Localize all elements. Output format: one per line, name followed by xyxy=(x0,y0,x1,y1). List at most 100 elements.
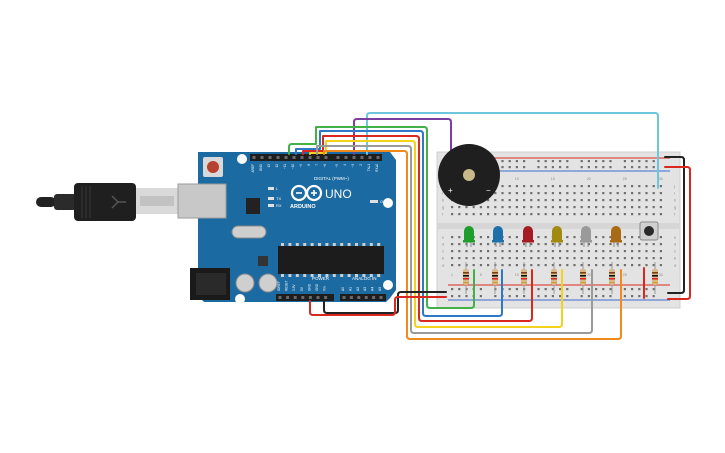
wire-green[interactable] xyxy=(288,126,475,309)
breadboard-hole[interactable] xyxy=(659,199,662,202)
breadboard-hole[interactable] xyxy=(465,206,468,209)
breadboard-hole[interactable] xyxy=(638,199,641,202)
breadboard-hole[interactable] xyxy=(595,243,598,246)
rail-hole[interactable] xyxy=(515,288,518,291)
breadboard-hole[interactable] xyxy=(645,213,648,216)
rail-hole[interactable] xyxy=(523,160,526,163)
breadboard-hole[interactable] xyxy=(631,192,634,195)
power-header[interactable] xyxy=(276,294,334,301)
wire-yellow[interactable] xyxy=(309,140,563,328)
breadboard-hole[interactable] xyxy=(487,206,490,209)
breadboard-hole[interactable] xyxy=(537,236,540,239)
breadboard-hole[interactable] xyxy=(515,257,518,260)
breadboard-hole[interactable] xyxy=(515,199,518,202)
breadboard-hole[interactable] xyxy=(566,257,569,260)
breadboard-hole[interactable] xyxy=(631,243,634,246)
breadboard-hole[interactable] xyxy=(523,243,526,246)
breadboard-hole[interactable] xyxy=(494,192,497,195)
digital-pin[interactable] xyxy=(360,156,364,159)
digital-pin[interactable] xyxy=(284,156,288,159)
breadboard-hole[interactable] xyxy=(501,243,504,246)
breadboard-hole[interactable] xyxy=(652,250,655,253)
rail-hole[interactable] xyxy=(515,295,518,298)
power-pin[interactable] xyxy=(316,296,320,299)
breadboard-hole[interactable] xyxy=(472,257,475,260)
analog-header[interactable] xyxy=(340,294,386,301)
rail-hole[interactable] xyxy=(551,166,554,169)
breadboard-hole[interactable] xyxy=(587,192,590,195)
breadboard-hole[interactable] xyxy=(638,236,641,239)
breadboard-hole[interactable] xyxy=(501,206,504,209)
breadboard-hole[interactable] xyxy=(616,257,619,260)
breadboard-hole[interactable] xyxy=(616,185,619,188)
breadboard-hole[interactable] xyxy=(537,199,540,202)
breadboard-hole[interactable] xyxy=(645,199,648,202)
breadboard-hole[interactable] xyxy=(530,192,533,195)
digital-pin[interactable] xyxy=(308,156,312,159)
breadboard-hole[interactable] xyxy=(559,192,562,195)
breadboard-hole[interactable] xyxy=(523,213,526,216)
breadboard-hole[interactable] xyxy=(659,264,662,267)
breadboard-hole[interactable] xyxy=(631,250,634,253)
rail-hole[interactable] xyxy=(451,295,454,298)
breadboard-hole[interactable] xyxy=(551,257,554,260)
rail-hole[interactable] xyxy=(645,295,648,298)
rail-hole[interactable] xyxy=(544,166,547,169)
breadboard-hole[interactable] xyxy=(573,243,576,246)
breadboard-hole[interactable] xyxy=(645,257,648,260)
breadboard-hole[interactable] xyxy=(623,199,626,202)
breadboard-hole[interactable] xyxy=(451,236,454,239)
breadboard-hole[interactable] xyxy=(523,185,526,188)
resistor[interactable] xyxy=(652,262,658,294)
breadboard-hole[interactable] xyxy=(551,185,554,188)
breadboard-hole[interactable] xyxy=(580,199,583,202)
breadboard-hole[interactable] xyxy=(494,213,497,216)
rail-hole[interactable] xyxy=(580,288,583,291)
breadboard-hole[interactable] xyxy=(544,199,547,202)
breadboard-hole[interactable] xyxy=(645,264,648,267)
breadboard-hole[interactable] xyxy=(465,250,468,253)
breadboard-hole[interactable] xyxy=(652,206,655,209)
breadboard-hole[interactable] xyxy=(515,192,518,195)
breadboard-hole[interactable] xyxy=(465,257,468,260)
breadboard-hole[interactable] xyxy=(573,250,576,253)
wire-orange[interactable] xyxy=(323,150,622,340)
breadboard-hole[interactable] xyxy=(537,192,540,195)
rail-hole[interactable] xyxy=(544,295,547,298)
breadboard-hole[interactable] xyxy=(566,192,569,195)
breadboard-hole[interactable] xyxy=(623,192,626,195)
breadboard-hole[interactable] xyxy=(537,185,540,188)
digital-pin[interactable] xyxy=(300,156,304,159)
rail-hole[interactable] xyxy=(566,166,569,169)
breadboard-hole[interactable] xyxy=(472,243,475,246)
breadboard-hole[interactable] xyxy=(551,192,554,195)
breadboard-hole[interactable] xyxy=(544,185,547,188)
wires[interactable] xyxy=(288,112,691,340)
breadboard-hole[interactable] xyxy=(551,213,554,216)
digital-header[interactable] xyxy=(250,154,382,161)
breadboard-hole[interactable] xyxy=(487,243,490,246)
rail-hole[interactable] xyxy=(595,160,598,163)
breadboard-hole[interactable] xyxy=(544,250,547,253)
breadboard-hole[interactable] xyxy=(458,264,461,267)
breadboard-hole[interactable] xyxy=(595,206,598,209)
breadboard-hole[interactable] xyxy=(652,264,655,267)
breadboard-hole[interactable] xyxy=(602,243,605,246)
breadboard-hole[interactable] xyxy=(487,264,490,267)
rail-hole[interactable] xyxy=(465,295,468,298)
breadboard-hole[interactable] xyxy=(587,264,590,267)
digital-pin[interactable] xyxy=(292,156,296,159)
rail-hole[interactable] xyxy=(537,288,540,291)
breadboard-hole[interactable] xyxy=(530,213,533,216)
rail-hole[interactable] xyxy=(631,295,634,298)
wire-black-gnd[interactable] xyxy=(323,291,447,314)
breadboard-hole[interactable] xyxy=(501,199,504,202)
breadboard-hole[interactable] xyxy=(501,213,504,216)
resistor[interactable] xyxy=(551,262,557,294)
breadboard-hole[interactable] xyxy=(530,250,533,253)
breadboard-hole[interactable] xyxy=(631,213,634,216)
rail-hole[interactable] xyxy=(566,295,569,298)
breadboard-hole[interactable] xyxy=(451,213,454,216)
rail-hole[interactable] xyxy=(451,288,454,291)
rail-hole[interactable] xyxy=(595,288,598,291)
